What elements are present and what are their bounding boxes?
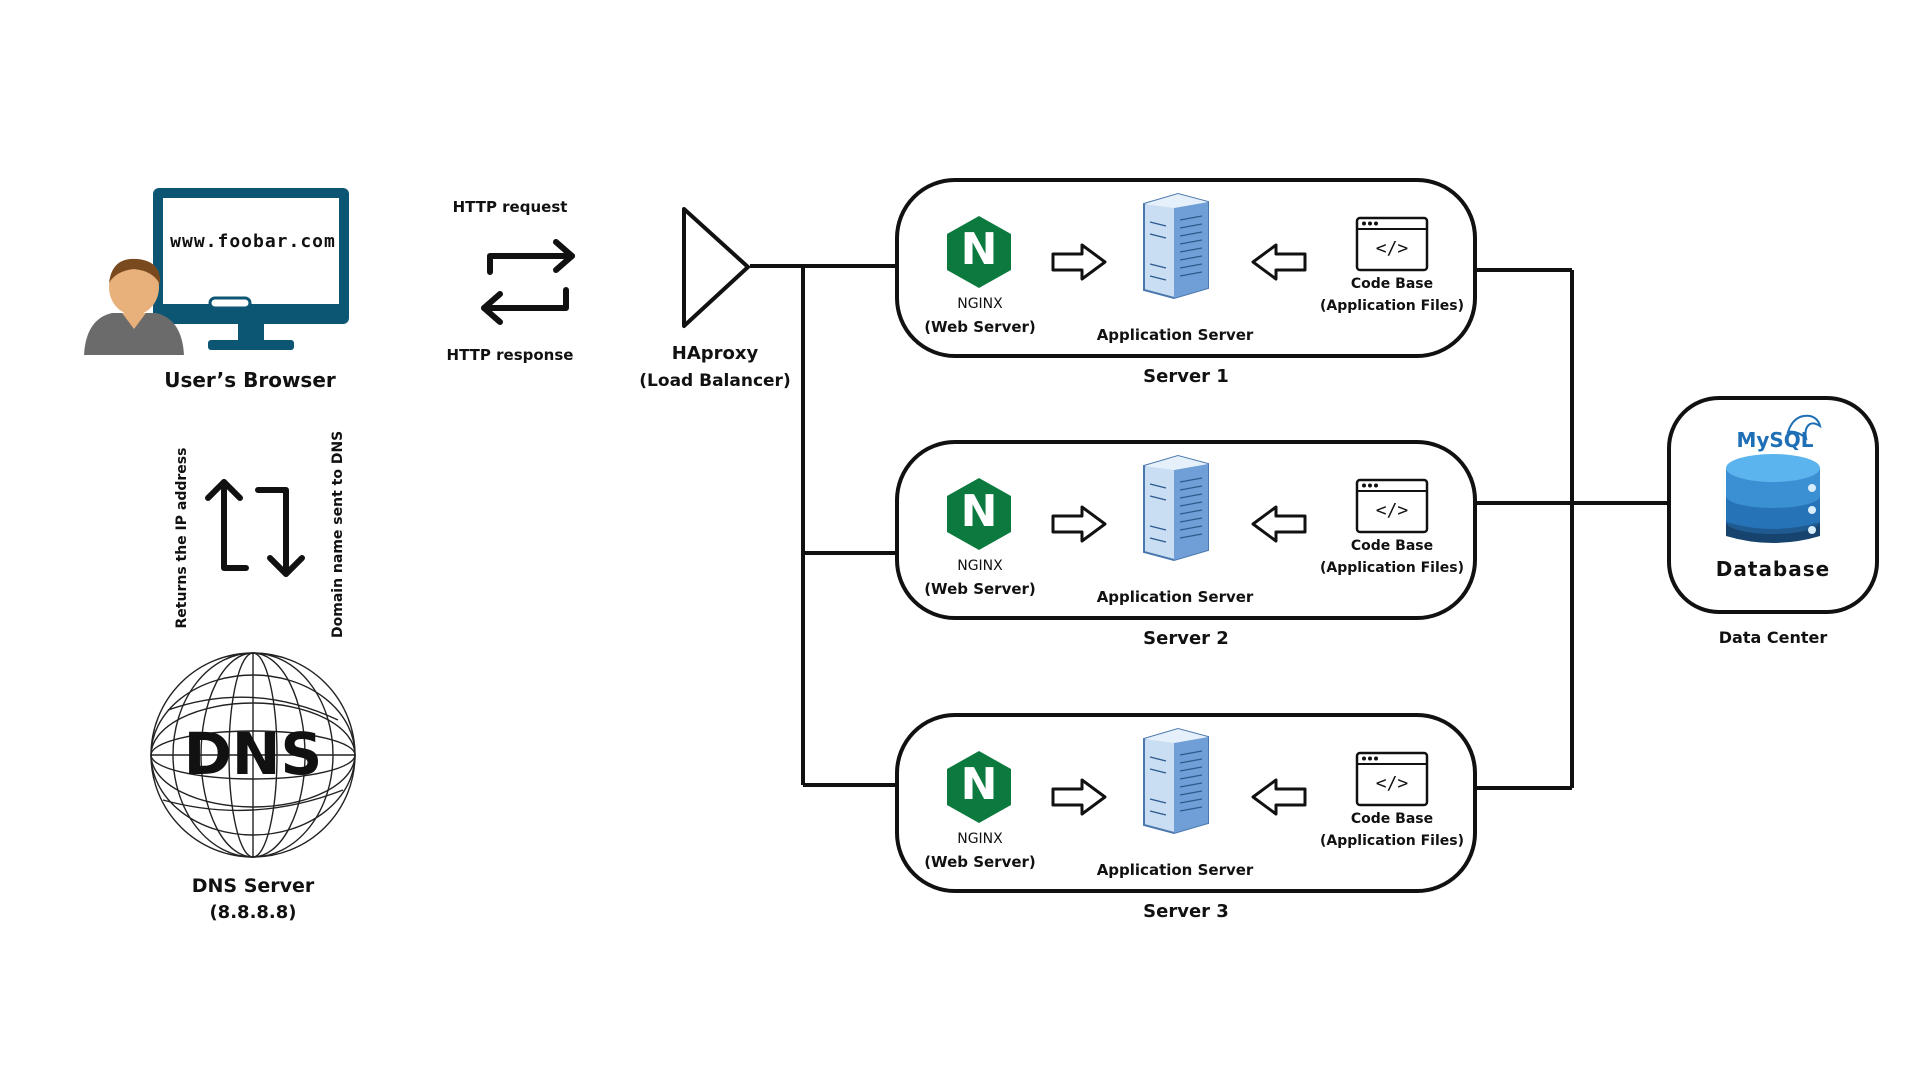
http-request-label: HTTP request [452, 198, 568, 216]
database-label: Database [1715, 557, 1831, 581]
dns-ip-label: (8.8.8.8) [209, 902, 297, 923]
code-window-icon [1355, 216, 1429, 272]
code-base-name: Code Base [1350, 538, 1434, 554]
app-server-label: Application Server [1096, 588, 1254, 606]
up-down-arrows-icon [205, 479, 305, 577]
globe-icon [150, 652, 356, 858]
request-response-arrows-icon [481, 239, 575, 325]
nginx-logo-icon [947, 216, 1011, 288]
code-base-role: (Application Files) [1320, 298, 1464, 314]
nginx-name: NGINX [957, 296, 1003, 312]
user-browser-label: User’s Browser [164, 368, 336, 392]
code-base-name: Code Base [1350, 276, 1434, 292]
dns-globe-text: DNS [183, 720, 323, 788]
nginx-logo-icon [947, 478, 1011, 550]
database-icon [1726, 454, 1820, 543]
dolphin-icon [1786, 414, 1822, 441]
code-window-icon [1355, 751, 1429, 807]
load-balancer-icon [682, 207, 750, 328]
load-balancer-role: (Load Balancer) [639, 371, 791, 391]
url-text: www.foobar.com [170, 231, 336, 252]
app-server-label: Application Server [1096, 861, 1254, 879]
nginx-logo-letter: N [960, 759, 998, 810]
server-name: Server 3 [1143, 901, 1229, 922]
server-name: Server 1 [1143, 366, 1229, 387]
nginx-role: (Web Server) [924, 580, 1036, 598]
code-glyph: </> [1375, 773, 1409, 794]
left-arrow-icon [1251, 778, 1307, 816]
returns-ip-label: Returns the IP address [174, 447, 190, 629]
monitor-icon [153, 188, 349, 350]
server-name: Server 2 [1143, 628, 1229, 649]
server-rack-icon [1143, 192, 1209, 300]
server-rack-icon [1143, 727, 1209, 835]
load-balancer-name: HAproxy [671, 343, 759, 364]
nginx-name: NGINX [957, 831, 1003, 847]
nginx-role: (Web Server) [924, 318, 1036, 336]
nginx-name: NGINX [957, 558, 1003, 574]
nginx-logo-icon [947, 751, 1011, 823]
right-arrow-icon [1051, 505, 1107, 543]
right-arrow-icon [1051, 243, 1107, 281]
code-glyph: </> [1375, 500, 1409, 521]
code-base-name: Code Base [1350, 811, 1434, 827]
nginx-logo-letter: N [960, 224, 998, 275]
http-response-label: HTTP response [446, 346, 574, 364]
left-arrow-icon [1251, 505, 1307, 543]
nginx-logo-letter: N [960, 486, 998, 537]
code-window-icon [1355, 478, 1429, 534]
code-base-role: (Application Files) [1320, 560, 1464, 576]
dns-server-label: DNS Server [191, 875, 315, 897]
right-arrow-icon [1051, 778, 1107, 816]
nginx-role: (Web Server) [924, 853, 1036, 871]
left-arrow-icon [1251, 243, 1307, 281]
code-glyph: </> [1375, 238, 1409, 259]
mysql-logo: MySQL [1736, 428, 1814, 452]
user-avatar-icon [84, 258, 184, 355]
server-rack-icon [1143, 454, 1209, 562]
code-base-role: (Application Files) [1320, 833, 1464, 849]
domain-sent-label: Domain name sent to DNS [330, 430, 346, 638]
data-center-label: Data Center [1718, 628, 1828, 647]
app-server-label: Application Server [1096, 326, 1254, 344]
